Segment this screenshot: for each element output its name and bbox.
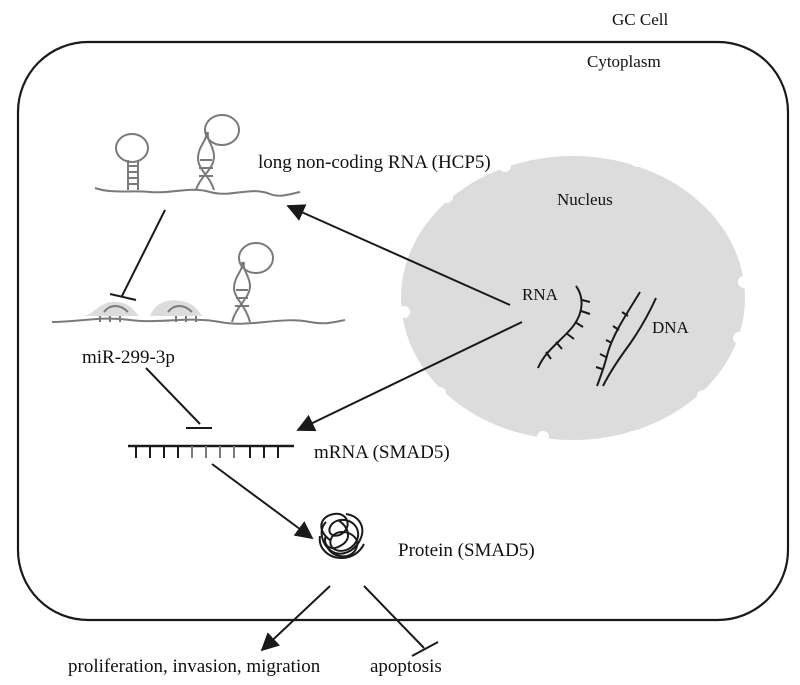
proliferation-label: proliferation, invasion, migration <box>68 656 321 677</box>
protein-label: Protein (SMAD5) <box>398 540 535 561</box>
inhibition-mirna-to-mrna <box>145 367 212 429</box>
arrow-rna-to-lncrna <box>286 204 511 306</box>
arrow-mrna-to-protein <box>211 463 314 540</box>
mrna-label: mRNA (SMAD5) <box>314 442 450 463</box>
nucleus <box>398 155 750 443</box>
apoptosis-label: apoptosis <box>370 656 442 677</box>
cytoplasm-label: Cytoplasm <box>587 52 661 71</box>
gc-cell-label: GC Cell <box>612 10 668 29</box>
protein-icon <box>318 512 365 560</box>
rna-label: RNA <box>522 285 559 304</box>
rna-strand <box>537 285 591 369</box>
arrow-protein-to-proliferation <box>260 585 331 652</box>
dna-helix <box>595 291 657 387</box>
nucleus-label: Nucleus <box>557 190 613 209</box>
mrna-strand <box>128 444 294 458</box>
arrow-rna-to-mrna <box>296 321 523 432</box>
mirna-complex <box>51 242 346 325</box>
cell-membrane <box>16 40 790 622</box>
lncrna-structure <box>94 114 301 197</box>
mirna-label: miR-299-3p <box>82 347 175 368</box>
inhibition-lncrna-to-mirna <box>109 209 166 301</box>
dna-label: DNA <box>652 318 690 337</box>
inhibition-protein-to-apoptosis <box>363 585 439 657</box>
lncrna-label: long non-coding RNA (HCP5) <box>258 152 491 173</box>
